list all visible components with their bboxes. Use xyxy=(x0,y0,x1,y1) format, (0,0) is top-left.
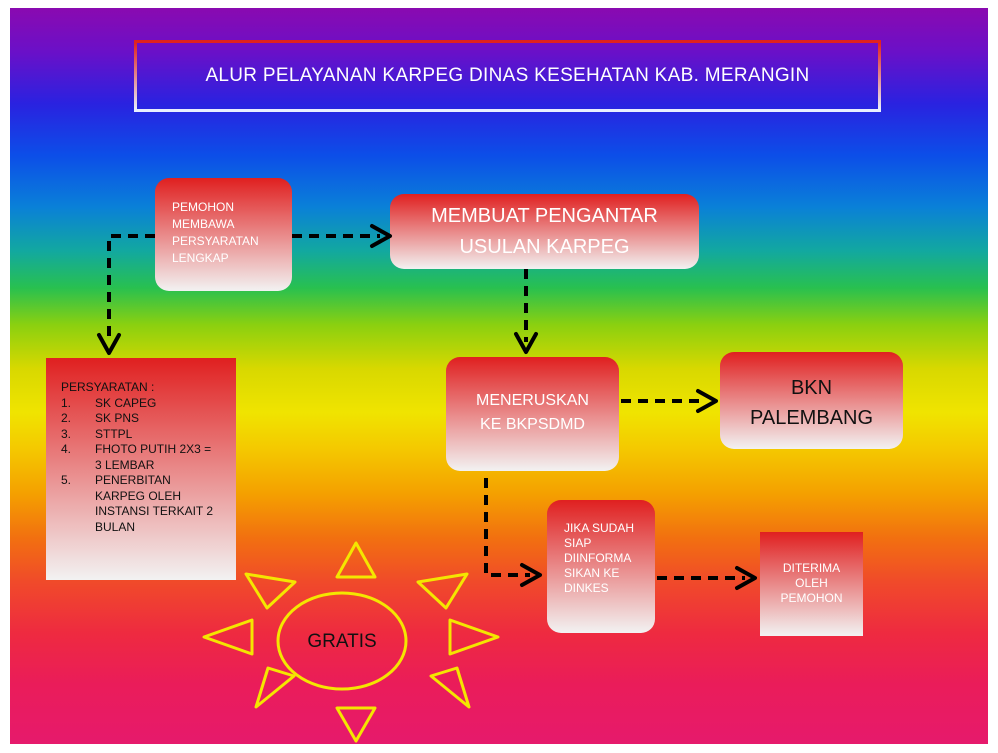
requirement-number: 3. xyxy=(61,426,72,441)
node-pemohon-line: PEMOHON xyxy=(172,200,235,214)
sun-icon xyxy=(202,541,500,743)
sun-ray xyxy=(448,618,500,656)
requirement-number: 2. xyxy=(61,411,72,425)
arrow-meneruskan-to-jika xyxy=(484,478,530,577)
node-meneruskan-line: MENERUSKAN xyxy=(476,392,589,409)
requirement-text: SK PNS xyxy=(95,411,140,425)
sun-ray xyxy=(244,572,297,610)
node-diterima: DITERIMA OLEH PEMOHON xyxy=(760,532,863,636)
requirement-text: FHOTO PUTIH 2X3 = xyxy=(95,442,212,456)
node-jika-line: SIAP xyxy=(564,536,592,550)
node-jika-line: DINKES xyxy=(564,581,609,595)
arrowhead-down xyxy=(514,332,538,354)
arrowheads xyxy=(97,224,757,590)
gratis-text: GRATIS xyxy=(307,630,377,652)
requirement-number: 1. xyxy=(61,395,72,410)
node-bkn-palembang: BKN PALEMBANG xyxy=(720,352,903,449)
sun-ray xyxy=(416,572,469,610)
arrowhead-right xyxy=(370,224,392,248)
node-bkn-line: PALEMBANG xyxy=(750,407,873,429)
arrowhead-right xyxy=(735,566,757,590)
sun-ray xyxy=(254,666,296,709)
arrowhead-right xyxy=(696,389,718,413)
requirement-text: INSTANSI TERKAIT 2 xyxy=(95,504,214,518)
requirement-item: 3. STTPL xyxy=(61,427,225,443)
sun-ray xyxy=(335,541,377,579)
sun-ray xyxy=(202,618,254,656)
requirement-text: BULAN xyxy=(95,519,136,534)
node-diterima-line: OLEH xyxy=(795,576,828,590)
requirement-text: KARPEG OLEH xyxy=(95,488,182,503)
node-pemohon-line: MEMBAWA xyxy=(172,217,235,231)
page-title: ALUR PELAYANAN KARPEG DINAS KESEHATAN KA… xyxy=(205,65,810,86)
slide-background: ALUR PELAYANAN KARPEG DINAS KESEHATAN KA… xyxy=(10,8,988,744)
connector-arrows xyxy=(107,234,745,580)
node-meneruskan-line: KE BKPSDMD xyxy=(480,416,585,433)
sun-ray xyxy=(429,666,471,709)
requirement-text: 3 LEMBAR xyxy=(95,457,155,472)
node-jika-sudah: JIKA SUDAH SIAP DIINFORMA SIKAN KE DINKE… xyxy=(547,500,655,633)
node-meneruskan: MENERUSKAN KE BKPSDMD xyxy=(446,357,619,471)
node-bkn-line: BKN xyxy=(790,377,833,399)
requirement-number: 4. xyxy=(61,442,72,456)
connectors-and-sun xyxy=(97,224,757,743)
node-diterima-line: DITERIMA xyxy=(782,561,841,575)
gratis-label: GRATIS xyxy=(278,594,406,689)
title-box: ALUR PELAYANAN KARPEG DINAS KESEHATAN KA… xyxy=(134,40,881,112)
persyaratan-heading: PERSYARATAN : xyxy=(61,380,155,394)
node-pemohon-line: PERSYARATAN xyxy=(172,234,259,248)
requirement-text: PENERBITAN xyxy=(95,473,171,487)
requirement-item: 5. PENERBITAN KARPEG OLEH INSTANSI TERKA… xyxy=(61,473,225,535)
sun-ray xyxy=(335,706,377,743)
node-jika-line: SIKAN KE xyxy=(564,566,620,580)
node-jika-line: JIKA SUDAH xyxy=(564,521,635,535)
arrowhead-right xyxy=(520,563,542,587)
requirement-text: SK CAPEG xyxy=(95,395,157,410)
requirement-number: 5. xyxy=(61,473,72,487)
node-pengantar-line: MEMBUAT PENGANTAR xyxy=(431,205,658,227)
node-pengantar-line: USULAN KARPEG xyxy=(459,236,630,258)
node-diterima-line: PEMOHON xyxy=(780,591,843,605)
requirement-item: 4. FHOTO PUTIH 2X3 = 3 LEMBAR xyxy=(61,442,225,473)
requirement-item: 1. SK CAPEG xyxy=(61,396,225,412)
requirement-text: STTPL xyxy=(95,426,133,441)
node-persyaratan: PERSYARATAN : 1. SK CAPEG 2. SK PNS 3. S… xyxy=(46,358,236,580)
requirement-item: 2. SK PNS xyxy=(61,411,225,427)
node-jika-line: DIINFORMA xyxy=(564,551,632,565)
sun-center-ellipse xyxy=(276,591,408,691)
arrowhead-down xyxy=(97,333,121,355)
node-pemohon-line: LENGKAP xyxy=(172,251,229,265)
node-pengantar: MEMBUAT PENGANTAR USULAN KARPEG xyxy=(390,194,699,269)
node-pemohon: PEMOHON MEMBAWA PERSYARATAN LENGKAP xyxy=(155,178,292,291)
arrow-pemohon-to-persyaratan xyxy=(107,234,155,343)
